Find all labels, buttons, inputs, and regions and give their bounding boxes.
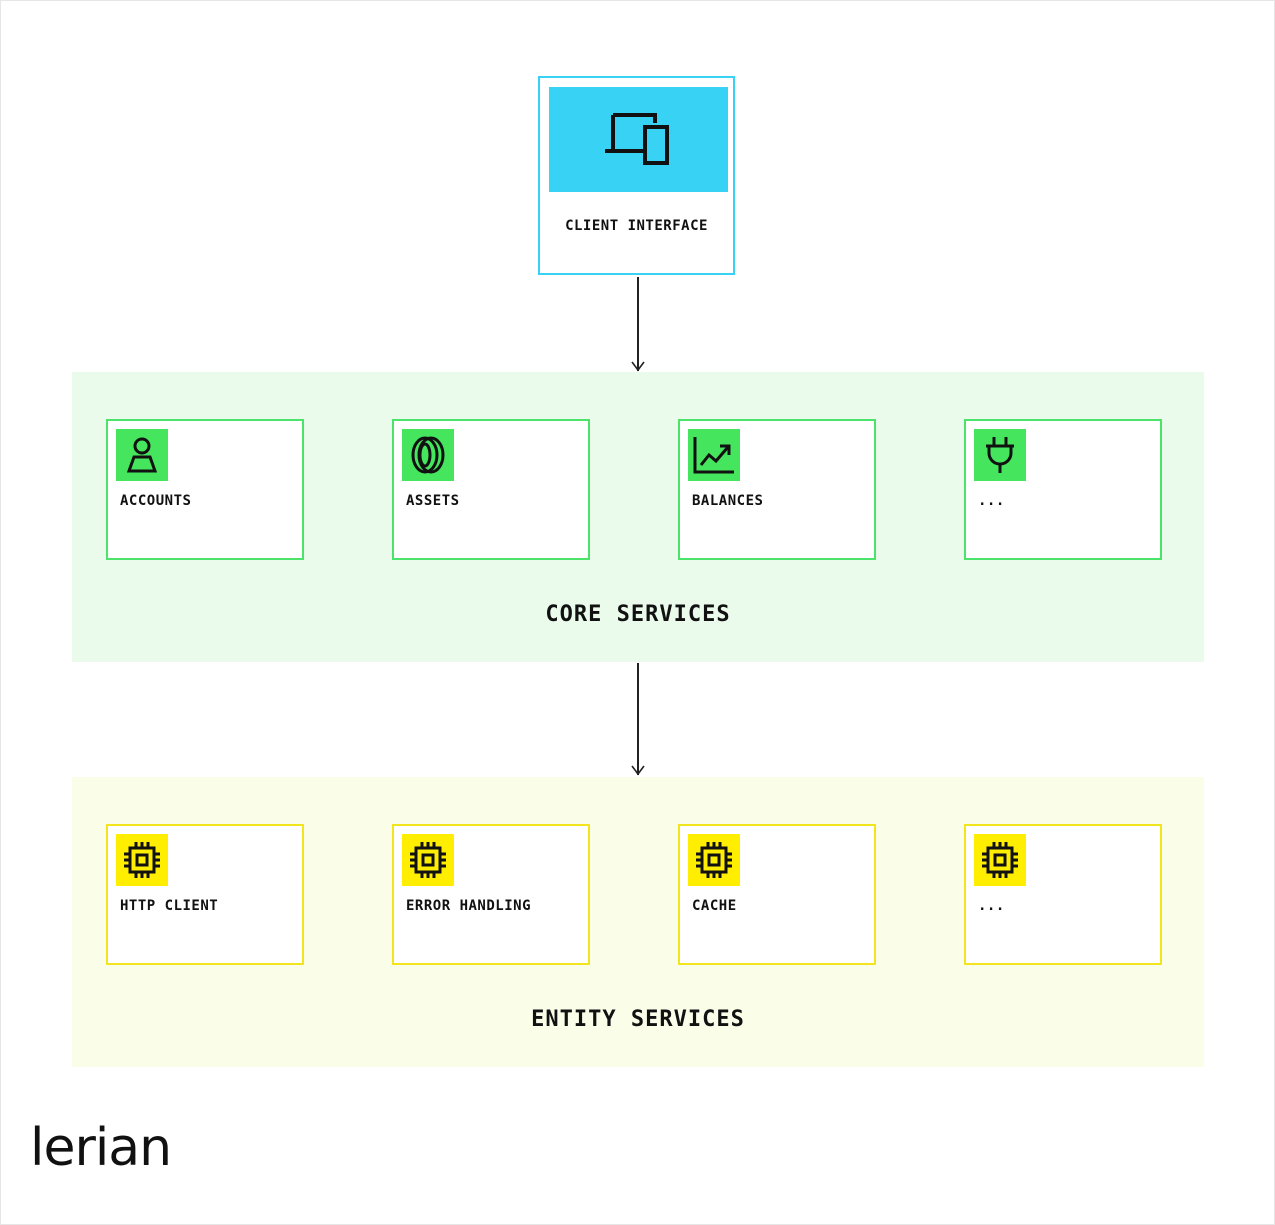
coins-icon (411, 436, 445, 474)
card-balances: BALANCES (678, 419, 876, 560)
card-http-client-label: HTTP CLIENT (120, 898, 219, 914)
card-balances-label: BALANCES (692, 493, 764, 509)
chip-icon (410, 842, 446, 878)
card-cache-label: CACHE (692, 898, 737, 914)
arrow-core-to-entity (631, 663, 645, 777)
user-icon (126, 437, 158, 473)
entity-services-title: ENTITY SERVICES (531, 1007, 745, 1032)
chart-line-icon (693, 437, 734, 474)
devices-icon (604, 112, 669, 165)
client-icon-area (549, 87, 728, 192)
card-cache: CACHE (678, 824, 876, 965)
card-error-handling-label: ERROR HANDLING (406, 898, 532, 914)
client-interface-node: CLIENT INTERFACE (538, 76, 735, 275)
card-entity-more: ... (964, 824, 1162, 965)
core-services-title: CORE SERVICES (545, 602, 731, 627)
card-assets: ASSETS (392, 419, 590, 560)
card-http-client: HTTP CLIENT (106, 824, 304, 965)
card-assets-label: ASSETS (406, 493, 460, 509)
chip-icon (124, 842, 160, 878)
entity-services-group: HTTP CLIENT ERROR HANDLING CACHE (72, 777, 1204, 1067)
card-accounts-label: ACCOUNTS (120, 493, 192, 509)
chip-icon (696, 842, 732, 878)
client-interface-label: CLIENT INTERFACE (565, 218, 708, 234)
card-core-more: ... (964, 419, 1162, 560)
card-core-more-label: ... (978, 493, 1005, 509)
card-entity-more-label: ... (978, 898, 1005, 914)
core-services-group: ACCOUNTS ASSETS BALANCES (72, 372, 1204, 662)
card-error-handling: ERROR HANDLING (392, 824, 590, 965)
lerian-logo: lerian (30, 1118, 172, 1178)
plug-icon (986, 437, 1014, 473)
chip-icon (982, 842, 1018, 878)
arrow-client-to-core (631, 277, 645, 373)
card-accounts: ACCOUNTS (106, 419, 304, 560)
